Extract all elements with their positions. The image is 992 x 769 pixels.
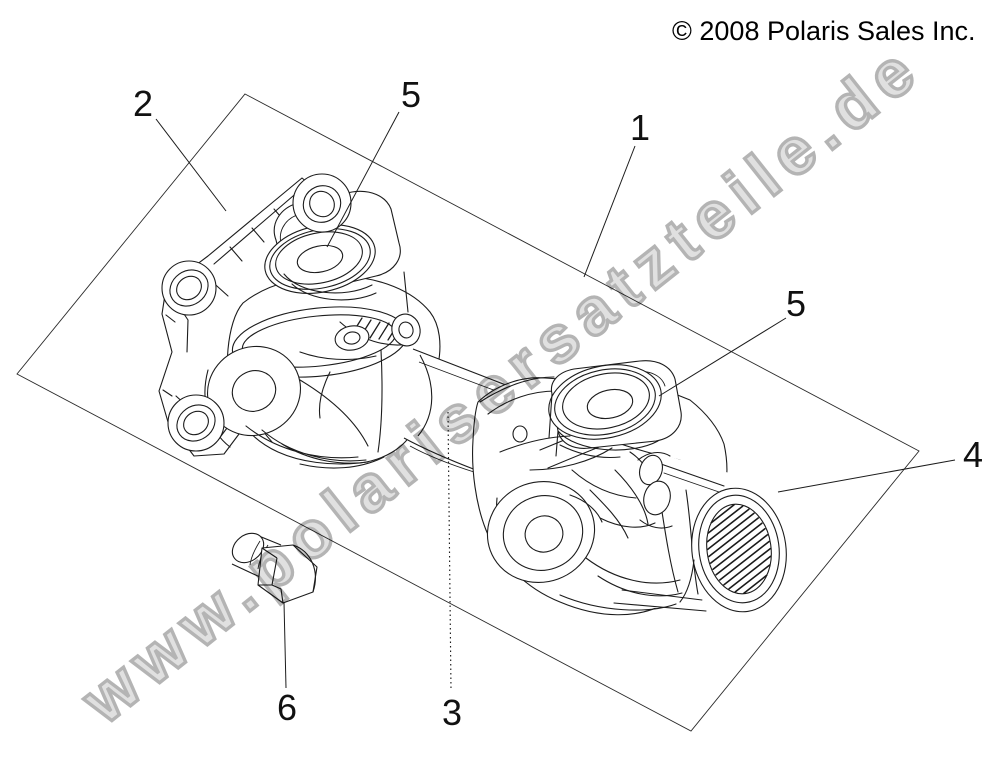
svg-text:3: 3	[442, 692, 462, 733]
svg-text:5: 5	[401, 74, 421, 115]
svg-text:2: 2	[133, 83, 153, 124]
svg-text:4: 4	[963, 434, 983, 475]
svg-text:6: 6	[277, 687, 297, 728]
svg-text:5: 5	[786, 283, 806, 324]
svg-text:1: 1	[630, 107, 650, 148]
